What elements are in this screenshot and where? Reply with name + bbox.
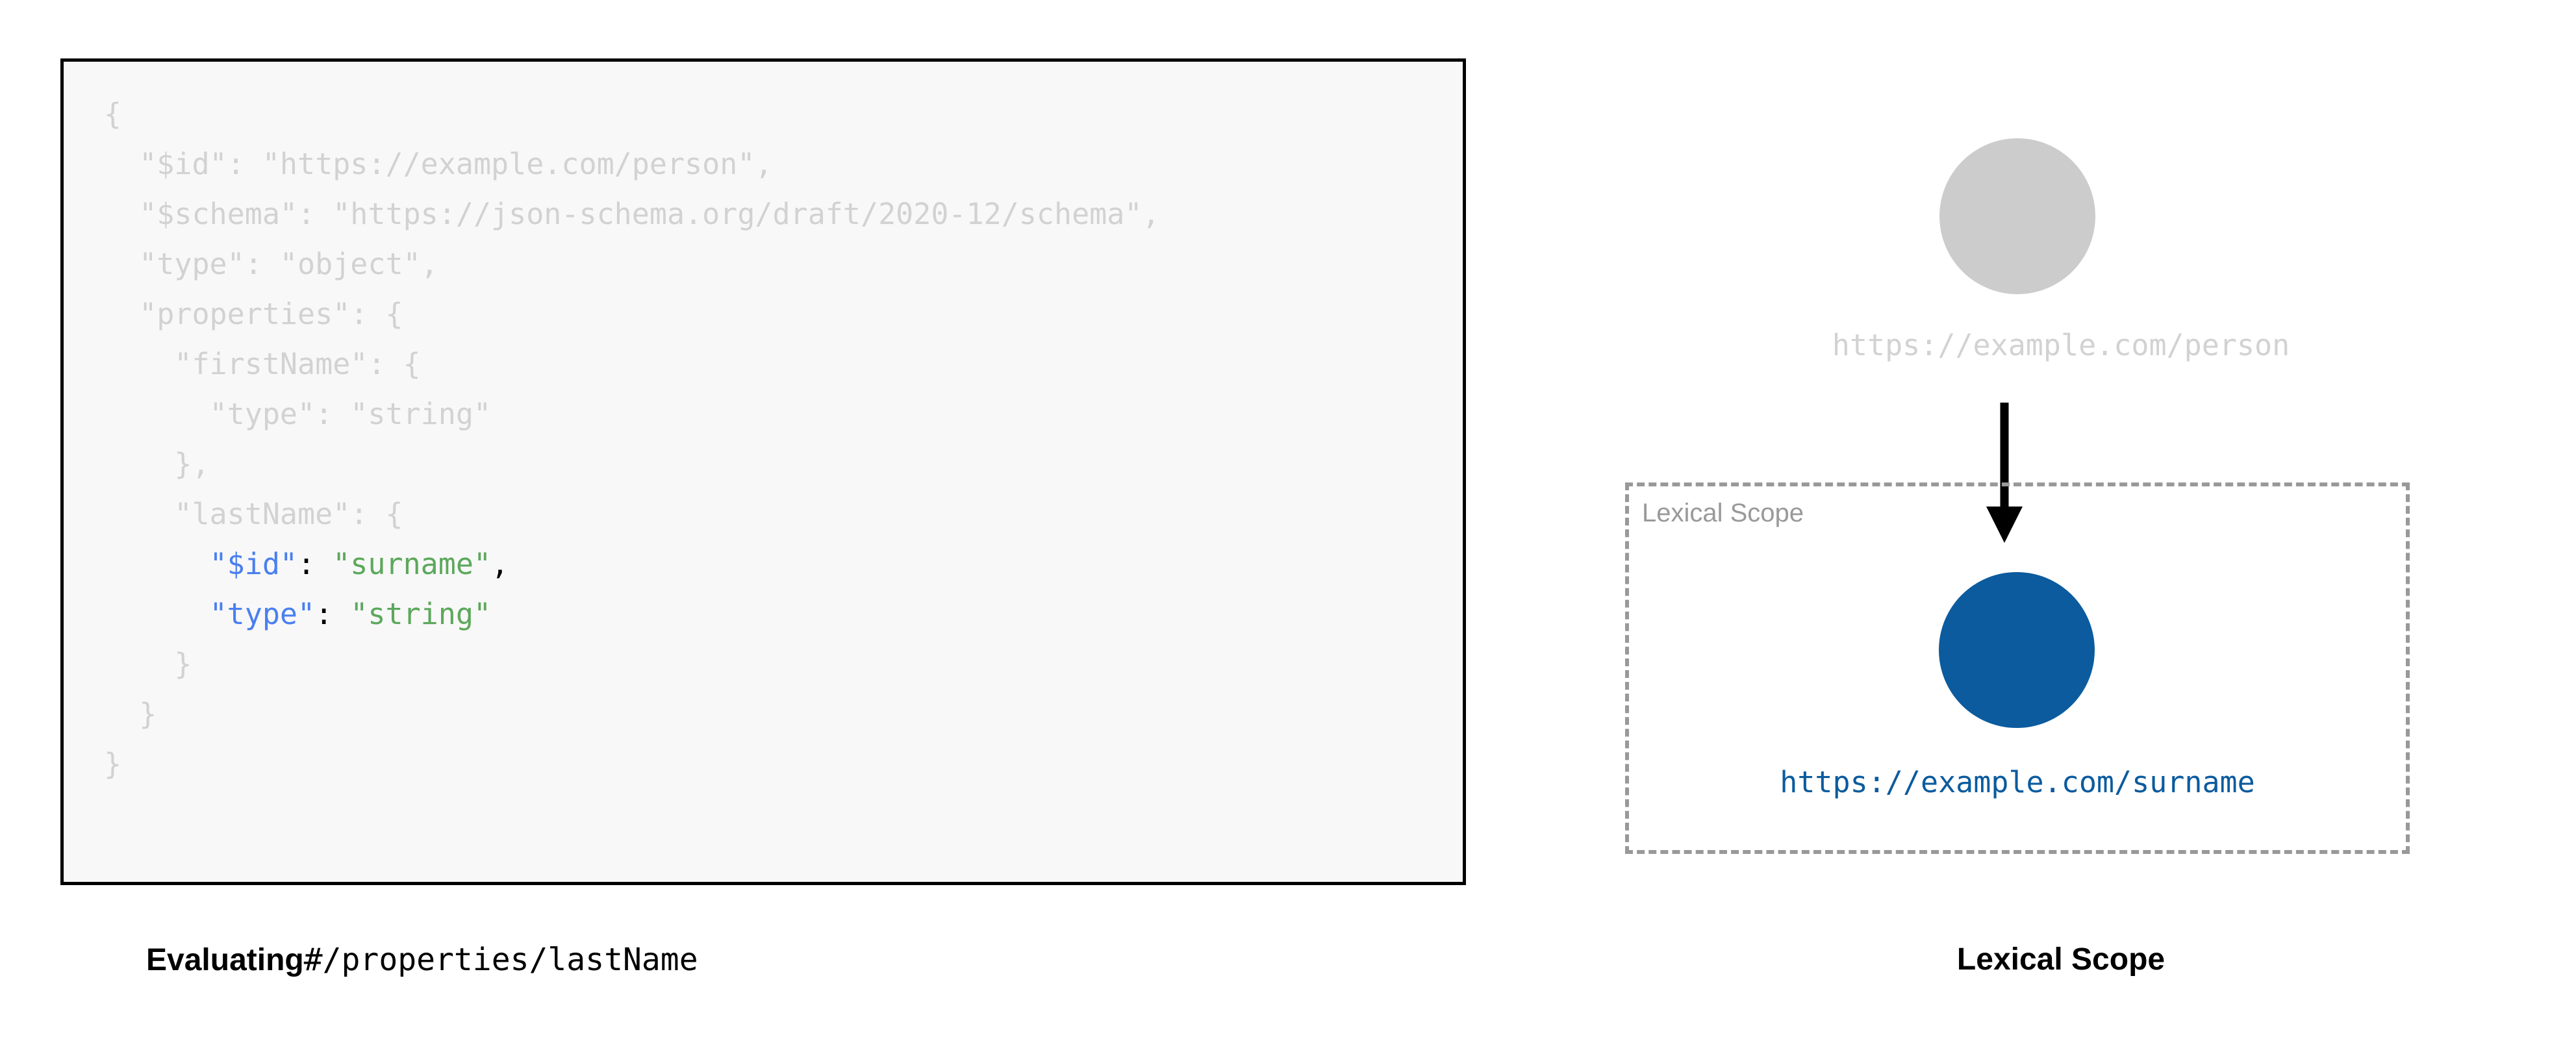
code-token: }: [174, 647, 192, 681]
right-caption-bold: Lexical Scope: [1956, 942, 2166, 977]
code-line: "firstName": {: [104, 339, 1160, 389]
code-token: "properties": {: [139, 297, 403, 331]
code-token: "$id": [209, 547, 298, 581]
code-line: }: [104, 739, 1160, 789]
code-token: "type": [209, 597, 316, 631]
code-indent: [104, 197, 139, 231]
code-line: "$id": "https://example.com/person",: [104, 139, 1160, 189]
code-line: "properties": {: [104, 289, 1160, 339]
code-indent: [104, 697, 139, 731]
code-line: "type": "object",: [104, 239, 1160, 289]
code-indent: [104, 397, 210, 431]
lexical-scope-diagram-panel: https://example.com/person Lexical Scope…: [1546, 0, 2576, 1039]
code-line: "lastName": {: [104, 489, 1160, 539]
code-indent: [104, 447, 174, 481]
left-caption-bold: Evaluating: [146, 943, 304, 977]
code-token: "surname": [333, 547, 492, 581]
root-schema-node-label: https://example.com/person: [1832, 328, 2290, 362]
json-schema-code-listing: { "$id": "https://example.com/person", "…: [104, 89, 1160, 789]
code-indent: [104, 547, 210, 581]
code-token: "lastName": {: [174, 497, 403, 531]
code-line: "type": "string": [104, 389, 1160, 439]
code-token: "$id": "https://example.com/person",: [139, 147, 773, 181]
code-token: }: [139, 697, 157, 731]
down-arrow-icon: [1986, 403, 2023, 543]
left-caption-pointer: #/properties/lastName: [303, 942, 698, 978]
left-panel-caption: Evaluating#/properties/lastName: [146, 942, 698, 978]
json-schema-code-block: { "$id": "https://example.com/person", "…: [60, 58, 1466, 885]
lexical-scope-boundary-box: [1625, 482, 2410, 854]
code-indent: [104, 647, 174, 681]
code-line: }: [104, 689, 1160, 739]
code-line: },: [104, 439, 1160, 489]
code-token: }: [104, 747, 122, 781]
code-token: "string": [350, 597, 492, 631]
code-token: :: [297, 547, 333, 581]
code-line: }: [104, 639, 1160, 689]
right-panel-caption: Lexical Scope: [1546, 942, 2576, 977]
code-token: },: [174, 447, 210, 481]
code-line: {: [104, 89, 1160, 139]
root-schema-node-circle: [1939, 138, 2095, 294]
code-indent: [104, 247, 139, 281]
code-indent: [104, 597, 210, 631]
code-token: "type": "object",: [139, 247, 438, 281]
code-token: "firstName": {: [174, 347, 421, 381]
code-line: "type": "string": [104, 589, 1160, 639]
code-line: "$schema": "https://json-schema.org/draf…: [104, 189, 1160, 239]
code-indent: [104, 297, 139, 331]
scoped-schema-node-circle: [1939, 572, 2095, 728]
code-line: "$id": "surname",: [104, 539, 1160, 589]
code-token: :: [315, 597, 351, 631]
lexical-scope-box-label: Lexical Scope: [1642, 499, 1804, 527]
code-token: {: [104, 97, 122, 131]
scoped-schema-node-label: https://example.com/surname: [1780, 765, 2255, 799]
code-indent: [104, 497, 174, 531]
code-token: "type": "string": [209, 397, 492, 431]
schema-source-panel: { "$id": "https://example.com/person", "…: [60, 58, 1466, 978]
code-indent: [104, 147, 139, 181]
code-token: "$schema": "https://json-schema.org/draf…: [139, 197, 1160, 231]
code-token: ,: [491, 547, 509, 581]
code-indent: [104, 347, 174, 381]
